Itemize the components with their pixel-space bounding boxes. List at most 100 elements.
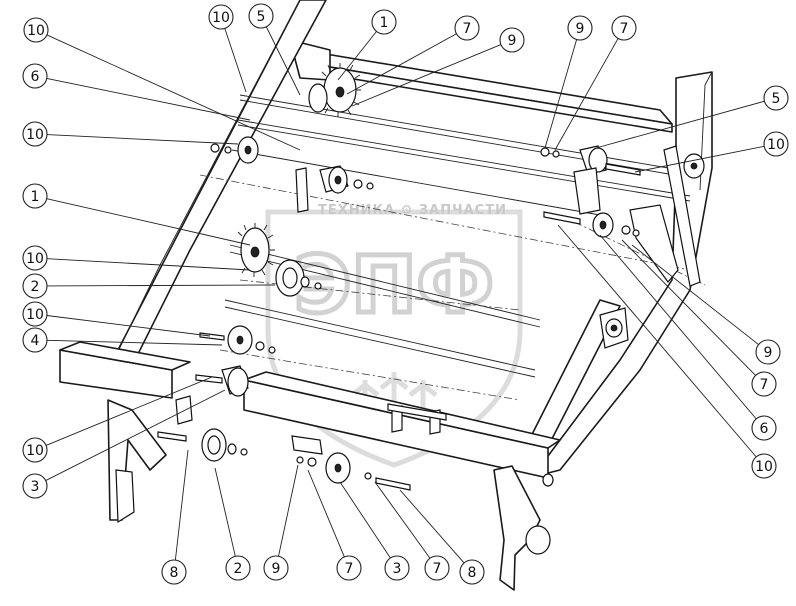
- callout-label: 10: [27, 23, 45, 39]
- callout-22: 10: [22, 376, 213, 463]
- callout-label: 9: [576, 21, 585, 37]
- callout-leader: [265, 26, 301, 96]
- callout-label: 5: [772, 91, 781, 107]
- roller-4: [199, 325, 276, 355]
- parts: [157, 63, 641, 491]
- callout-leader: [46, 34, 301, 151]
- callout-circle: [763, 85, 789, 111]
- callout-circle: [384, 555, 410, 581]
- callout-20: 6: [599, 234, 777, 441]
- callout-label: 10: [212, 10, 230, 26]
- callout-circle: [22, 63, 48, 89]
- callout-leader: [557, 224, 757, 458]
- callout-circle: [22, 273, 48, 299]
- callout-circle: [22, 245, 48, 271]
- callout-circle: [22, 183, 48, 209]
- callout-6: 10: [23, 17, 301, 151]
- callout-12: 10: [634, 131, 789, 173]
- right-upper-parts: [540, 145, 641, 215]
- callout-circle: [23, 17, 49, 43]
- callout-label: 7: [433, 561, 442, 577]
- callout-circle: [22, 437, 48, 463]
- callout-13: 1: [22, 183, 251, 246]
- cross-beam-1: [229, 244, 541, 321]
- callout-leader: [46, 134, 239, 145]
- callout-leader: [599, 234, 757, 420]
- callout-label: 10: [26, 307, 44, 323]
- callout-leader: [544, 39, 578, 149]
- callout-leader: [595, 100, 765, 149]
- callout-28: 3: [339, 481, 410, 581]
- callout-4: 7: [346, 15, 480, 95]
- callout-29: 7: [374, 481, 450, 581]
- callout-label: 7: [760, 377, 769, 393]
- callout-leader: [399, 489, 465, 564]
- callout-circle: [751, 371, 777, 397]
- callout-leader: [46, 258, 251, 271]
- callout-label: 7: [620, 21, 629, 37]
- callout-7: 6: [22, 63, 251, 121]
- callout-label: 7: [463, 21, 472, 37]
- middle-roller: [295, 165, 374, 213]
- callout-leader: [224, 28, 247, 93]
- callout-19: 7: [621, 239, 777, 397]
- callout-label: 10: [26, 443, 44, 459]
- callout-label: 7: [345, 561, 354, 577]
- callout-1: 10: [208, 4, 247, 93]
- callout-8: 10: [22, 121, 239, 147]
- callout-26: 9: [263, 464, 299, 581]
- callout-leader: [46, 339, 223, 346]
- callout-circle: [751, 415, 777, 441]
- pulley-2-lower: [157, 428, 248, 462]
- callout-10: 7: [554, 15, 637, 151]
- callout-label: 10: [26, 251, 44, 267]
- callout-label: 3: [31, 479, 40, 495]
- tensioner-link: [629, 204, 679, 283]
- callout-circle: [763, 131, 789, 157]
- callout-label: 6: [760, 421, 769, 437]
- callout-circle: [22, 473, 48, 499]
- callout-27: 7: [307, 469, 362, 581]
- pulley-2-upper: [275, 259, 322, 297]
- callout-leader: [337, 31, 377, 81]
- callout-leader: [634, 145, 765, 173]
- right-middle-roller: [543, 211, 640, 238]
- callout-circle: [22, 327, 48, 353]
- callout-24: 8: [161, 449, 189, 585]
- callout-circle: [22, 121, 48, 147]
- callout-leader: [278, 464, 299, 557]
- right-hinge-arm: [493, 465, 541, 591]
- callout-circle: [499, 27, 525, 53]
- callout-label: 2: [234, 561, 243, 577]
- callout-circle: [248, 3, 274, 29]
- callout-leader: [214, 467, 236, 557]
- callout-9: 9: [544, 15, 593, 149]
- callout-label: 10: [755, 459, 773, 475]
- callout-label: 8: [170, 565, 179, 581]
- callout-circle: [424, 555, 450, 581]
- right-side-plate: [539, 71, 713, 476]
- callout-label: 1: [380, 15, 389, 31]
- upper-sprocket: [308, 63, 361, 117]
- callout-3: 1: [337, 9, 397, 81]
- callout-circle: [22, 301, 48, 327]
- upper-left-pulley: [210, 136, 259, 164]
- callout-circle: [751, 453, 777, 479]
- callout-circle: [755, 339, 781, 365]
- cross-beam-2: [224, 299, 536, 371]
- callout-circle: [336, 555, 362, 581]
- callout-leader: [631, 244, 759, 345]
- callout-circle: [459, 559, 485, 585]
- callout-label: 1: [31, 189, 40, 205]
- callout-label: 9: [764, 345, 773, 361]
- left-side-rail: [104, 0, 327, 381]
- callout-17: 4: [22, 327, 223, 353]
- callout-leader: [46, 315, 211, 337]
- callout-23: 3: [22, 389, 226, 499]
- watermark-brand: ТЕХНИКА ⚙ ЗАПЧАСТИ: [318, 203, 507, 218]
- shaft-middle: [237, 119, 691, 197]
- callout-circle: [161, 559, 187, 585]
